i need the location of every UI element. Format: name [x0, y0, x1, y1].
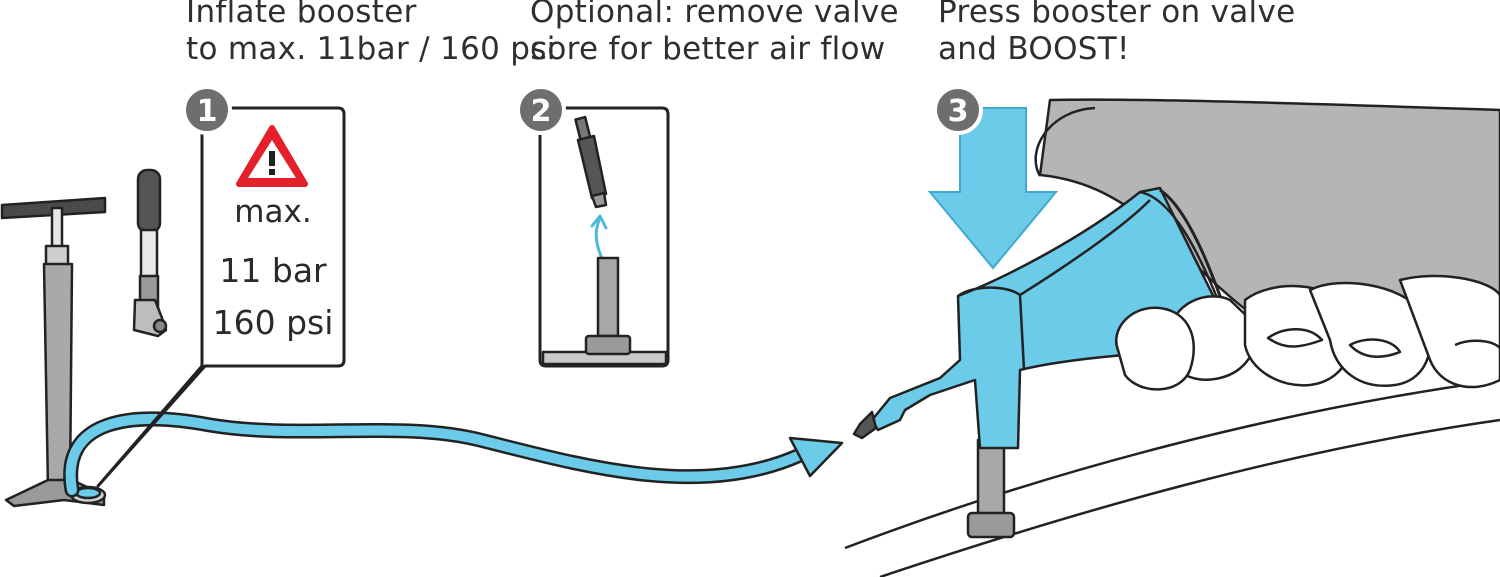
- step-3-badge: 3: [933, 85, 983, 135]
- step-3-number: 3: [948, 94, 969, 129]
- step-3-caption-line-1: Press booster on valve: [938, 0, 1296, 30]
- step-1-caption: Inflate booster to max. 11bar / 160 psi: [186, 0, 556, 68]
- up-arrow-icon: [590, 214, 608, 258]
- step-3-caption-line-2: and BOOST!: [938, 31, 1130, 67]
- warning-triangle-icon: [236, 125, 308, 187]
- callout-bar-value: 11 bar: [219, 251, 327, 290]
- pump-head-illustration: [132, 168, 168, 338]
- step-1-caption-line-1: Inflate booster: [186, 0, 417, 30]
- floor-pump-illustration: [0, 196, 107, 508]
- step-2-caption: Optional: remove valve core for better a…: [530, 0, 899, 68]
- step-2-number: 2: [531, 94, 552, 129]
- glove-fingers-illustration: [1115, 274, 1500, 391]
- valve-stem-illustration: [541, 256, 668, 366]
- valve-core-illustration: [574, 115, 608, 209]
- step-2-caption-line-1: Optional: remove valve: [530, 0, 899, 30]
- step-1-callout: max. 11 bar 160 psi: [96, 106, 346, 488]
- air-flow-hose-arrow: [63, 411, 844, 498]
- step-1-badge: 1: [182, 85, 232, 135]
- step-1-number: 1: [197, 94, 218, 129]
- step-3-caption: Press booster on valve and BOOST!: [938, 0, 1295, 68]
- callout-psi-value: 160 psi: [213, 303, 334, 342]
- step-2-caption-line-2: core for better air flow: [530, 31, 886, 67]
- step-1-caption-line-2: to max. 11bar / 160 psi: [186, 31, 556, 67]
- step-2-valve-core-panel: [538, 106, 670, 368]
- callout-max-label: max.: [234, 194, 311, 230]
- wheel-rim: [844, 378, 1500, 577]
- press-down-arrow: [927, 107, 1059, 270]
- step-2-badge: 2: [516, 85, 566, 135]
- rim-valve-illustration: [966, 438, 1016, 539]
